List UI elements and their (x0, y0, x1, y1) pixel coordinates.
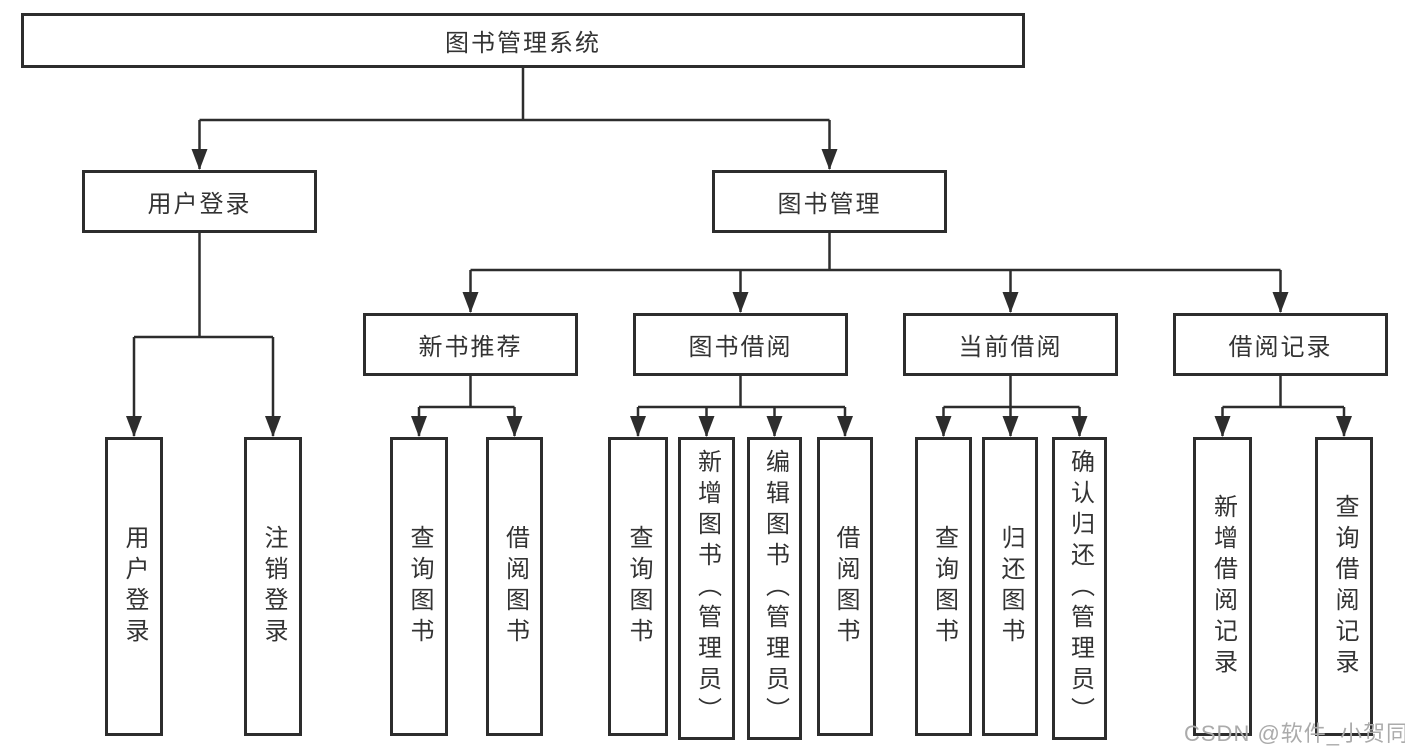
csdn-watermark: CSDN @软件_小贺同学 (1184, 721, 1405, 746)
leaf-borrow-book-recommend-label: 借阅图书 (501, 524, 529, 649)
leaf-user-login-label: 用户登录 (121, 524, 148, 649)
node-book-management: 图书管理 (712, 170, 947, 233)
leaf-search-book-recommend-label: 查询图书 (406, 524, 433, 649)
leaf-return-book-label: 归还图书 (997, 524, 1024, 649)
leaf-edit-book-admin-label: 编辑图书（管理员） (761, 449, 789, 728)
node-current-borrow: 当前借阅 (903, 313, 1118, 376)
leaf-logout: 注销登录 (244, 437, 302, 736)
leaf-search-book-borrow: 查询图书 (608, 437, 668, 736)
leaf-search-borrow-record: 查询借阅记录 (1315, 437, 1373, 736)
leaf-logout-label: 注销登录 (260, 524, 287, 649)
leaf-add-book-admin: 新增图书（管理员） (678, 437, 735, 740)
leaf-borrow-book: 借阅图书 (817, 437, 873, 736)
leaf-borrow-book-label: 借阅图书 (832, 524, 859, 649)
leaf-confirm-return-admin: 确认归还（管理员） (1052, 437, 1107, 740)
leaf-search-book-current-label: 查询图书 (930, 524, 958, 649)
node-book-borrow: 图书借阅 (633, 313, 848, 376)
leaf-user-login: 用户登录 (105, 437, 163, 736)
node-new-book-recommend: 新书推荐 (363, 313, 578, 376)
leaf-add-borrow-record-label: 新增借阅记录 (1209, 493, 1237, 680)
node-user-login: 用户登录 (82, 170, 317, 233)
leaf-edit-book-admin: 编辑图书（管理员） (747, 437, 802, 740)
leaf-search-book-recommend: 查询图书 (390, 437, 448, 736)
leaf-add-book-admin-label: 新增图书（管理员） (693, 449, 721, 728)
leaf-search-book-borrow-label: 查询图书 (625, 524, 652, 649)
leaf-confirm-return-admin-label: 确认归还（管理员） (1066, 449, 1094, 728)
leaf-add-borrow-record: 新增借阅记录 (1193, 437, 1252, 736)
node-borrow-records: 借阅记录 (1173, 313, 1388, 376)
node-library-management-system: 图书管理系统 (21, 13, 1025, 68)
leaf-search-book-current: 查询图书 (915, 437, 972, 736)
leaf-search-borrow-record-label: 查询借阅记录 (1331, 493, 1358, 680)
leaf-return-book: 归还图书 (982, 437, 1038, 736)
leaf-borrow-book-recommend: 借阅图书 (486, 437, 543, 736)
